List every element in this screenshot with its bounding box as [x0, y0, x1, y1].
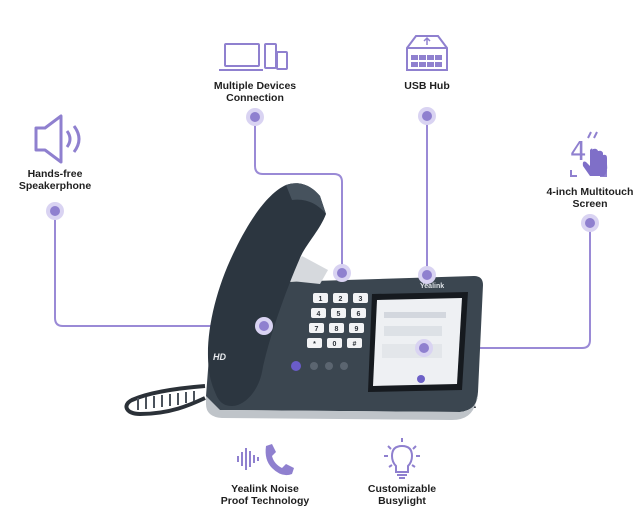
speakerphone-line2: Speakerphone	[18, 180, 92, 192]
phone-keypad: 1 2 3 4 5 6 7 8 9 * 0 #	[307, 293, 368, 348]
phone-silver-rim	[206, 392, 478, 420]
keypad-key	[333, 293, 348, 303]
speaker-icon	[34, 114, 81, 164]
function-key	[325, 362, 333, 370]
touch-screen-line1: 4-inch Multitouch	[546, 186, 634, 198]
keypad-key-label: 1	[319, 296, 323, 303]
connector-multi-devices	[254, 118, 343, 272]
keypad-key-label: *	[313, 341, 316, 348]
keypad-key	[347, 338, 362, 348]
keypad-key-label: 2	[339, 296, 343, 303]
function-key	[340, 362, 348, 370]
handset: HD	[207, 183, 328, 406]
keypad-key-label: 4	[317, 311, 321, 318]
speakerphone-label: Hands-free Speakerphone	[5, 168, 105, 192]
multi-devices-label: Multiple Devices Connection	[205, 80, 305, 104]
keypad-key-label: 5	[337, 311, 341, 318]
keypad-key-label: #	[353, 341, 357, 348]
screen-row	[384, 326, 442, 336]
noise-phone-icon	[237, 444, 294, 476]
touch-screen-icon: 4	[570, 131, 608, 177]
multi-devices-line2: Connection	[226, 92, 284, 104]
keypad-key	[327, 338, 342, 348]
touch-screen-line2: Screen	[572, 198, 608, 210]
connector-dots	[46, 107, 599, 357]
keypad-key-label: 6	[357, 311, 361, 318]
function-key	[310, 362, 318, 370]
svg-text:4: 4	[570, 137, 587, 167]
keypad-key-label: 0	[333, 341, 337, 348]
keypad-key-label: 9	[355, 326, 359, 333]
handset-cord	[124, 384, 206, 417]
keypad-key	[351, 308, 366, 318]
keypad-key	[353, 293, 368, 303]
keypad-key-label: 7	[315, 326, 319, 333]
screen-row	[384, 312, 446, 318]
screen-call-button	[417, 375, 425, 383]
keypad-key	[311, 308, 326, 318]
busylight-line1: Customizable	[367, 483, 437, 495]
connector-speakerphone	[54, 211, 263, 327]
touch-screen-label: 4-inch Multitouch Screen	[540, 186, 640, 210]
usb-hub-icon	[406, 35, 448, 71]
noise-proof-line2: Proof Technology	[220, 495, 310, 507]
usb-hub-label: USB Hub	[387, 80, 467, 92]
keypad-key	[349, 323, 364, 333]
hd-badge: HD	[213, 352, 226, 362]
multi-devices-line1: Multiple Devices	[213, 80, 297, 92]
keypad-key-label: 3	[359, 296, 363, 303]
speakerphone-line1: Hands-free	[27, 168, 83, 180]
keypad-key	[329, 323, 344, 333]
screen-row	[382, 344, 442, 358]
phone-brand: Yealink	[420, 283, 444, 290]
laptop-phone-icon	[219, 43, 288, 71]
noise-proof-label: Yealink Noise Proof Technology	[210, 483, 320, 507]
noise-proof-line1: Yealink Noise	[231, 483, 299, 495]
connector-touch-screen	[425, 224, 591, 349]
bulb-icon	[384, 438, 420, 479]
keypad-key	[313, 293, 328, 303]
keypad-key	[307, 338, 322, 348]
keypad-key	[309, 323, 324, 333]
busylight-line2: Busylight	[378, 495, 426, 507]
keypad-key	[331, 308, 346, 318]
keypad-key-label: 8	[335, 326, 339, 333]
function-key	[291, 361, 301, 371]
busylight-label: Customizable Busylight	[352, 483, 452, 507]
usb-hub-line1: USB Hub	[404, 80, 450, 92]
